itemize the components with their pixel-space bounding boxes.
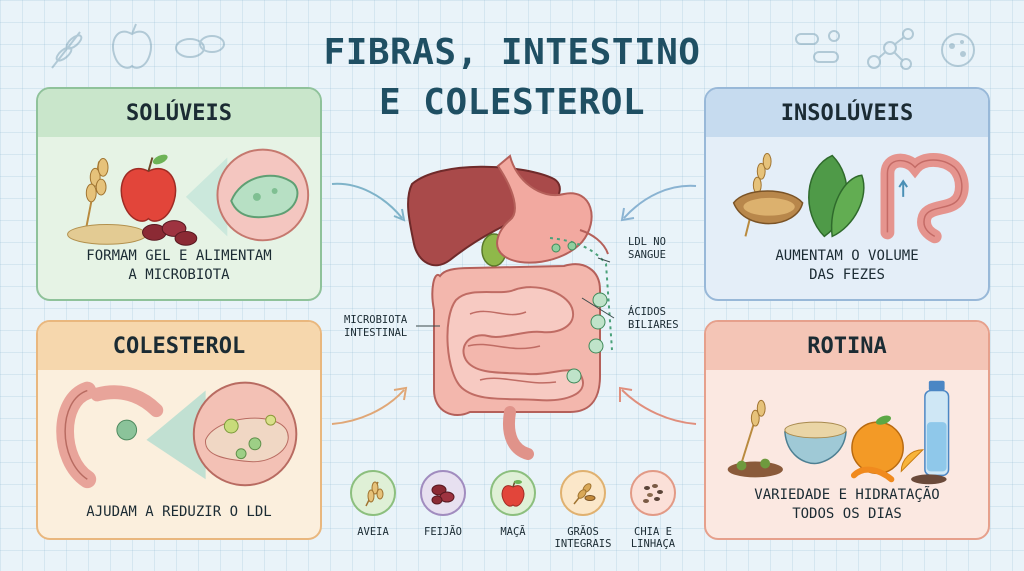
stomach-icon: [496, 154, 593, 264]
card-colesterol-text-line1: AJUDAM A REDUZIR O LDL: [86, 504, 272, 520]
card-insoluveis-title: INSOLÚVEIS: [706, 89, 988, 137]
leaf-deco-icon: [51, 31, 83, 69]
page-title-line1: FIBRAS, INTESTINO: [323, 32, 701, 73]
card-soluveis-text-line2: A MICROBIOTA: [128, 267, 230, 283]
oat-icon: [738, 399, 766, 470]
card-soluveis: SOLÚVEIS FORMAM GEL E ALIMENTAM A MICROB…: [36, 87, 322, 301]
insoluble-fiber-illustration: [732, 153, 969, 244]
bacteria-deco-icon: [795, 30, 840, 63]
food-label-graos-integrais: GRÃOS INTEGRAIS: [548, 526, 618, 550]
arrow-insoluveis-icon: [620, 184, 697, 222]
card-insoluveis-text-line1: AUMENTAM O VOLUME: [775, 248, 919, 264]
food-item-chia-linhaca: CHIA E LINHAÇA: [618, 470, 688, 550]
oat-icon: [350, 470, 396, 516]
food-label-feijao-line1: FEIJÃO: [424, 526, 462, 538]
digestive-system-illustration: [407, 154, 615, 460]
card-rotina-text-line2: TODOS OS DIAS: [792, 506, 902, 522]
label-microbiota-line2: INTESTINAL: [344, 327, 408, 339]
food-label-aveia: AVEIA: [338, 526, 408, 538]
cholesterol-illustration: [56, 381, 298, 489]
card-rotina: ROTINA VARIEDADE E HIDRATAÇÃO TODOS OS: [704, 320, 990, 540]
card-soluveis-text: FORMAM GEL E ALIMENTAM A MICROBIOTA: [48, 247, 310, 285]
label-ldl-line2: SANGUE: [628, 249, 666, 261]
food-label-maca: MAÇÃ: [478, 526, 548, 538]
label-microbiota-line1: MICROBIOTA: [344, 314, 408, 326]
beans-icon: [420, 470, 466, 516]
food-icons-row: AVEIA FEIJÃO MAÇÃ GRÃOS INTEGRAIS: [338, 470, 700, 565]
label-microbiota-intestinal: MICROBIOTA INTESTINAL: [344, 314, 407, 340]
food-item-graos-integrais: GRÃOS INTEGRAIS: [548, 470, 618, 550]
card-colesterol: COLESTEROL AJUDAM A REDUZIR O LDL: [36, 320, 322, 540]
arrow-soluveis-icon: [331, 182, 406, 222]
food-label-chia-line1: CHIA E: [634, 526, 672, 538]
card-insoluveis: INSOLÚVEIS AUMENTAM O VOLUME DAS FEZES: [704, 87, 990, 301]
oat-icon: [84, 157, 109, 233]
routine-illustration: [727, 380, 950, 485]
food-item-feijao: FEIJÃO: [408, 470, 478, 538]
card-colesterol-text: AJUDAM A REDUZIR O LDL: [48, 503, 310, 522]
soluble-fiber-illustration: [67, 148, 310, 246]
card-colesterol-title: COLESTEROL: [38, 322, 320, 370]
small-intestine-icon: [446, 286, 584, 402]
card-soluveis-title: SOLÚVEIS: [38, 89, 320, 137]
label-acidos-line2: BILIARES: [628, 319, 679, 331]
food-label-aveia-line1: AVEIA: [357, 526, 389, 538]
food-label-maca-line1: MAÇÃ: [500, 526, 526, 538]
water-bottle-icon: [924, 380, 950, 477]
label-ldl-sangue: LDL NO SANGUE: [628, 236, 666, 262]
food-label-graos-line2: INTEGRAIS: [554, 538, 612, 550]
card-rotina-text-line1: VARIEDADE E HIDRATAÇÃO: [754, 487, 940, 503]
apple-icon: [120, 154, 177, 222]
label-acidos-biliares: ÁCIDOS BILIARES: [628, 306, 679, 332]
seeds-icon: [630, 470, 676, 516]
label-acidos-line1: ÁCIDOS: [628, 306, 666, 318]
orange-icon: [850, 415, 925, 483]
arrow-rotina-icon: [619, 386, 697, 425]
food-label-chia-linhaca: CHIA E LINHAÇA: [618, 526, 688, 550]
card-insoluveis-text: AUMENTAM O VOLUME DAS FEZES: [716, 247, 978, 285]
food-label-feijao: FEIJÃO: [408, 526, 478, 538]
label-ldl-line1: LDL NO: [628, 236, 666, 248]
food-item-maca: MAÇÃ: [478, 470, 548, 538]
card-soluveis-text-line1: FORMAM GEL E ALIMENTAM: [86, 248, 272, 264]
molecule-deco-icon: [867, 28, 914, 70]
food-item-aveia: AVEIA: [338, 470, 408, 538]
arrow-colesterol-icon: [331, 386, 408, 425]
food-label-chia-line2: LINHAÇA: [630, 538, 676, 550]
page-title: FIBRAS, INTESTINO E COLESTEROL: [300, 28, 724, 128]
food-label-graos-line1: GRÃOS: [567, 526, 599, 538]
bean-deco-icon: [175, 35, 225, 58]
spinach-icon: [808, 154, 865, 238]
apple-deco-icon: [112, 23, 152, 69]
card-rotina-title: ROTINA: [706, 322, 988, 370]
card-rotina-text: VARIEDADE E HIDRATAÇÃO TODOS OS DIAS: [716, 486, 978, 524]
page-title-line2: E COLESTEROL: [378, 82, 646, 123]
virus-deco-icon: [941, 33, 975, 67]
card-insoluveis-text-line2: DAS FEZES: [809, 267, 885, 283]
apple-icon: [490, 470, 536, 516]
beans-icon: [142, 220, 198, 246]
grains-icon: [560, 470, 606, 516]
bowl-icon: [784, 421, 847, 465]
